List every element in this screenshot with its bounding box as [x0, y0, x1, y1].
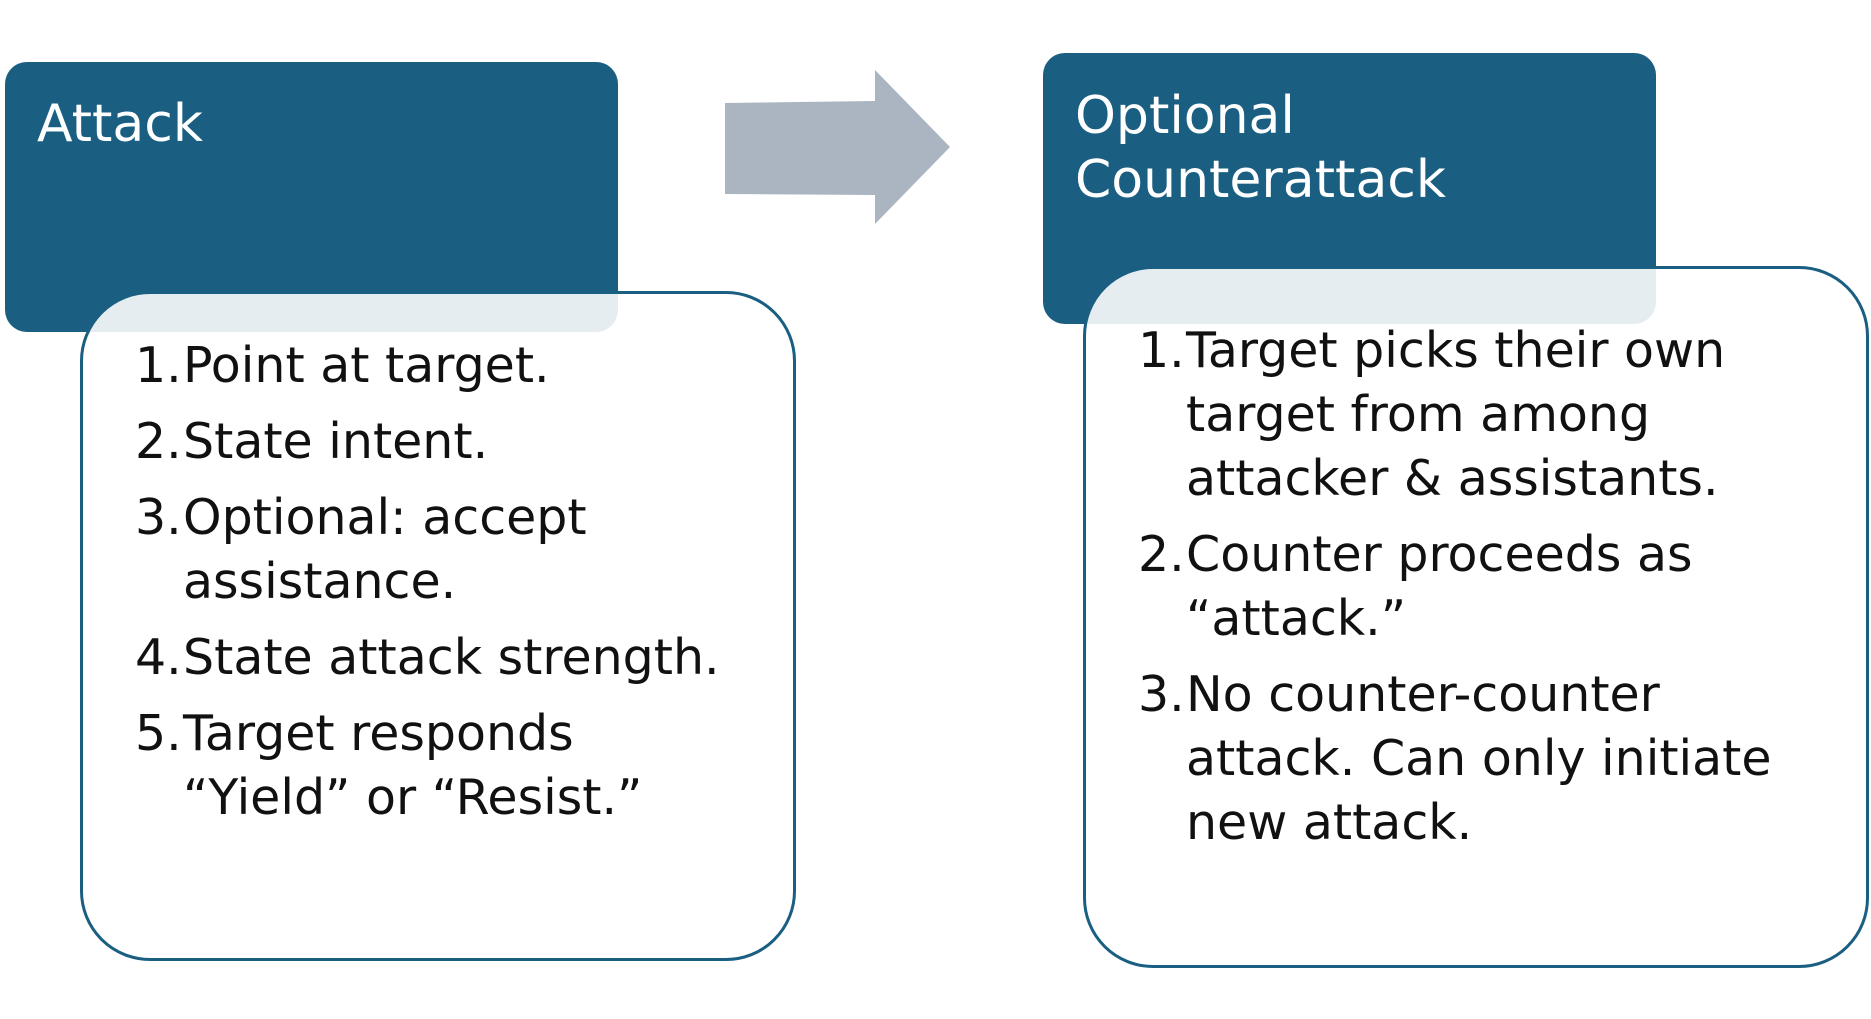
step-number: 5.: [135, 705, 182, 762]
list-item: 2. State intent.: [135, 410, 765, 474]
step-number: 1.: [1138, 322, 1185, 379]
list-item: 5. Target responds “Yield” or “Resist.”: [135, 702, 765, 830]
step-text: State intent.: [183, 413, 489, 470]
list-item: 2. Counter proceeds as “attack.”: [1138, 523, 1838, 651]
list-item: 4. State attack strength.: [135, 626, 765, 690]
attack-step-list: 1. Point at target. 2. State intent. 3. …: [135, 334, 765, 842]
counterattack-title: Optional Counterattack: [1075, 86, 1447, 210]
step-number: 2.: [135, 413, 182, 470]
step-text: Target picks their own target from among…: [1186, 322, 1726, 507]
attack-steps-box: 1. Point at target. 2. State intent. 3. …: [80, 291, 796, 961]
step-text: Target responds “Yield” or “Resist.”: [183, 705, 643, 826]
step-number: 3.: [135, 489, 182, 546]
step-text: Optional: accept assistance.: [183, 489, 587, 610]
step-number: 2.: [1138, 526, 1185, 583]
right-arrow-icon: [725, 70, 950, 224]
step-number: 1.: [135, 337, 182, 394]
step-text: No counter-counter attack. Can only init…: [1186, 666, 1772, 851]
attack-title: Attack: [37, 94, 204, 154]
list-item: 1. Target picks their own target from am…: [1138, 319, 1838, 511]
list-item: 1. Point at target.: [135, 334, 765, 398]
step-number: 3.: [1138, 666, 1185, 723]
list-item: 3. Optional: accept assistance.: [135, 486, 765, 614]
attack-header: Attack: [5, 62, 618, 332]
step-text: State attack strength.: [183, 629, 720, 686]
counterattack-steps-box: 1. Target picks their own target from am…: [1083, 266, 1869, 968]
step-number: 4.: [135, 629, 182, 686]
step-text: Point at target.: [183, 337, 550, 394]
counterattack-step-list: 1. Target picks their own target from am…: [1138, 319, 1838, 867]
step-text: Counter proceeds as “attack.”: [1186, 526, 1693, 647]
list-item: 3. No counter-counter attack. Can only i…: [1138, 663, 1838, 855]
arrow-shape: [725, 70, 950, 224]
